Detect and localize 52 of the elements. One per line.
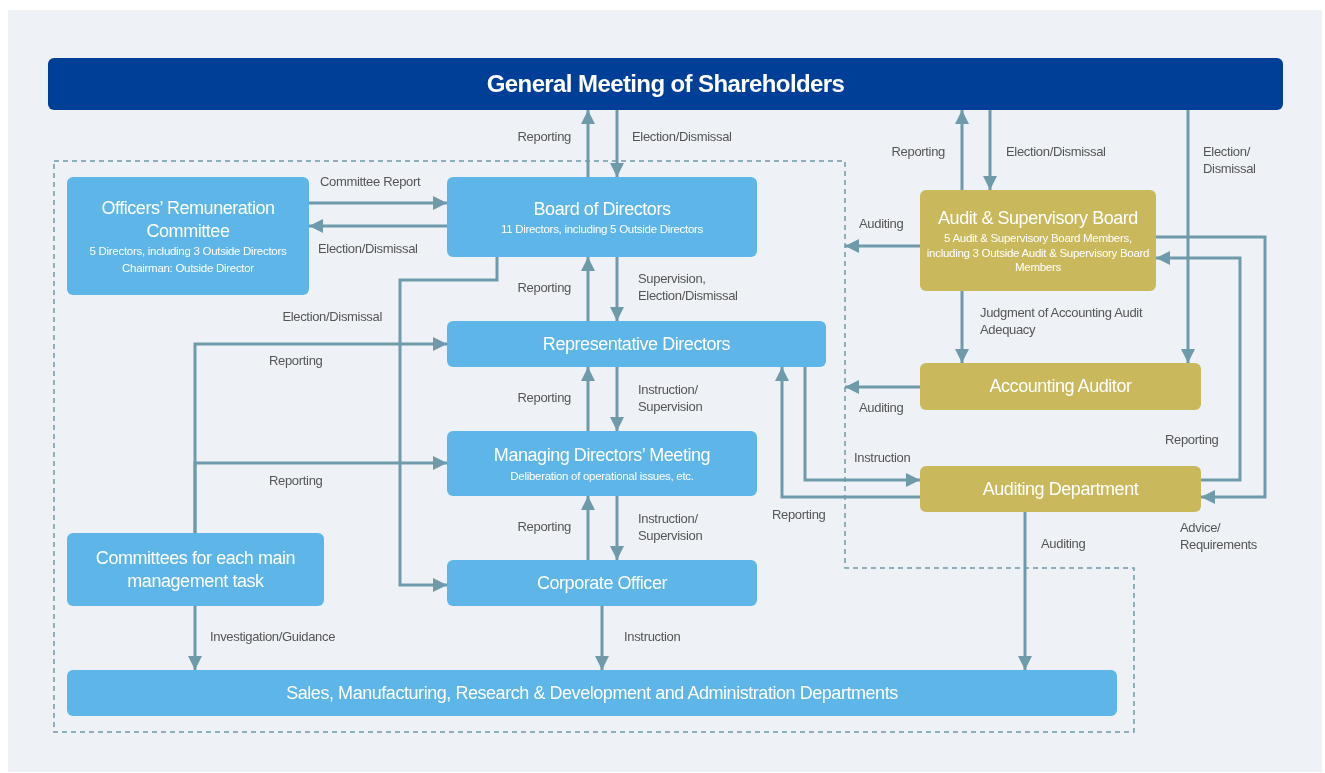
arrow: [955, 291, 969, 363]
process-box: [447, 431, 757, 496]
process-box: [447, 321, 826, 367]
arrow: [398, 257, 499, 592]
committee-box: [67, 177, 309, 295]
arrow: [1156, 251, 1242, 482]
audit-box: [920, 190, 1156, 291]
node-title: Accounting Auditor: [989, 375, 1132, 398]
arrow: [803, 367, 920, 487]
arrow: [610, 257, 624, 321]
node-title: Audit & Supervisory Board: [938, 206, 1138, 230]
node-title: Committees for each main management task: [94, 547, 297, 592]
arrow: [775, 367, 920, 499]
audit-box: [920, 363, 1201, 410]
arrow: [610, 496, 624, 560]
arrow: [845, 239, 920, 253]
arrow: [845, 380, 920, 394]
process-box: [447, 177, 757, 257]
arrow: [309, 219, 447, 233]
arrow: [983, 110, 997, 190]
arrow: [610, 110, 624, 177]
process-box: [447, 560, 757, 606]
node-description: 5 Directors, including 3 Outside Directors: [89, 244, 287, 259]
arrow: [595, 606, 609, 670]
node-title: General Meeting of Shareholders: [486, 69, 845, 99]
arrow: [1181, 110, 1195, 363]
audit-box: [920, 466, 1201, 512]
arrow: [581, 496, 595, 560]
arrow: [1156, 235, 1267, 504]
arrow: [610, 367, 624, 431]
node-title: Board of Directors: [533, 197, 671, 221]
node-title: Officers’ Remuneration Committee: [100, 197, 276, 243]
arrow: [581, 257, 595, 321]
arrow: [581, 110, 595, 177]
arrow: [188, 606, 202, 670]
arrow: [581, 367, 595, 431]
node-title: Representative Directors: [542, 332, 731, 356]
node-description: 11 Directors, including 5 Outside Directors: [500, 222, 704, 237]
node-title: Sales, Manufacturing, Research & Development and Administration Departments: [286, 681, 898, 705]
node-description: Deliberation of operational issues, etc.: [510, 468, 694, 483]
arrow: [193, 456, 447, 533]
node-title: Auditing Department: [982, 477, 1139, 501]
node-description: Chairman: Outside Director: [122, 260, 254, 275]
header-bar: [48, 58, 1283, 110]
arrow: [309, 196, 447, 210]
process-box: [67, 670, 1117, 716]
committee-box: [67, 533, 324, 606]
node-description: 5 Audit & Supervisory Board Members, including 3 Outside Audit & Supervisory Board Members: [925, 231, 1151, 275]
node-title: Managing Directors’ Meeting: [493, 444, 711, 467]
arrow: [955, 110, 969, 190]
arrow: [1018, 512, 1032, 670]
node-title: Corporate Officer: [536, 571, 668, 595]
